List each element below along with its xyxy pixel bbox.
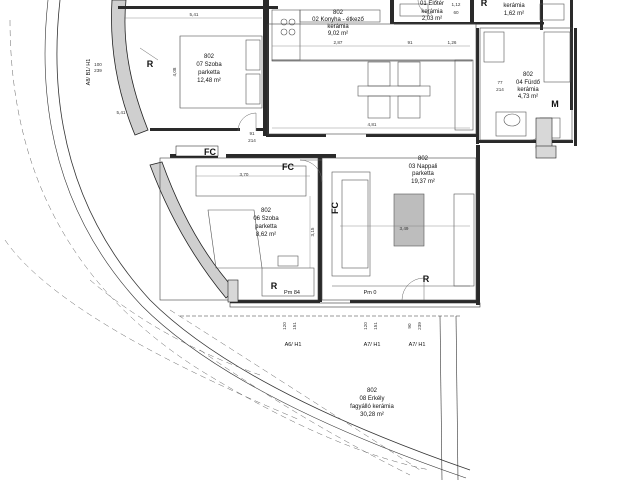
svg-text:08 Erkély: 08 Erkély: [359, 396, 384, 402]
svg-text:100: 100: [94, 62, 102, 67]
room-label-szoba-07: 802 07 Szoba parketta 12,48 m²: [196, 54, 222, 84]
svg-text:120: 120: [282, 322, 287, 330]
fc-marker-1: FC: [175, 145, 219, 157]
svg-text:kerámia: kerámia: [421, 9, 443, 15]
svg-text:fagyálló kerámia: fagyálló kerámia: [350, 404, 394, 410]
svg-text:239: 239: [94, 68, 102, 73]
svg-text:60: 60: [453, 10, 459, 15]
fc-marker-3: FC: [330, 202, 340, 214]
svg-text:A7/ H1: A7/ H1: [409, 342, 426, 348]
svg-text:239: 239: [417, 322, 422, 330]
svg-text:19,37 m²: 19,37 m²: [411, 179, 435, 185]
svg-text:02 Konyha - étkező: 02 Konyha - étkező: [312, 17, 364, 23]
svg-text:parketta: parketta: [198, 70, 220, 76]
pm0-label: Pm 0: [364, 290, 377, 296]
svg-text:77: 77: [497, 80, 503, 85]
door-swings: [139, 0, 545, 301]
svg-text:802: 802: [523, 72, 534, 78]
r-marker-4: R: [481, 0, 488, 8]
r-marker-2: R: [271, 281, 278, 291]
svg-text:kerámia: kerámia: [517, 87, 539, 93]
svg-text:151: 151: [292, 322, 297, 330]
r-marker-3: R: [423, 274, 430, 284]
svg-text:4,81: 4,81: [368, 122, 377, 127]
balcony-dashed-lines: [4, 19, 431, 476]
svg-text:01 Előtér: 01 Előtér: [420, 1, 444, 7]
svg-text:802: 802: [204, 54, 215, 60]
bed-07: [179, 35, 263, 109]
svg-text:3,49: 3,49: [400, 226, 409, 231]
section-tags: A8/ B1/ H1 A6/ H1 A7/ H1 A7/ H1: [86, 59, 425, 348]
svg-text:2,03 m²: 2,03 m²: [422, 16, 442, 22]
svg-text:3,70: 3,70: [240, 172, 249, 177]
room-label-nappali: 802 03 Nappali parketta 19,37 m²: [409, 156, 438, 185]
svg-text:3,15: 3,15: [310, 227, 315, 236]
svg-text:A6/ H1: A6/ H1: [285, 342, 302, 348]
svg-text:802: 802: [418, 156, 429, 162]
svg-text:parketta: parketta: [255, 224, 277, 230]
svg-text:06 Szoba: 06 Szoba: [253, 216, 279, 222]
svg-text:03 Nappali: 03 Nappali: [409, 164, 438, 170]
svg-text:1,12: 1,12: [452, 2, 461, 7]
svg-text:120: 120: [363, 322, 368, 330]
dimension-lines: [124, 17, 470, 268]
svg-text:kerámia: kerámia: [327, 24, 349, 30]
room-label-wc: kerámia 1,62 m²: [503, 3, 525, 17]
room-label-konyha: 802 02 Konyha - étkező kerámia 9,02 m²: [312, 10, 364, 37]
kitchen-furniture: [271, 9, 474, 131]
room-outlines: [159, 23, 573, 301]
svg-text:9,02 m²: 9,02 m²: [328, 31, 348, 37]
room-label-erkely: 802 08 Erkély fagyálló kerámia 30,28 m²: [350, 388, 394, 418]
svg-text:90: 90: [407, 323, 412, 329]
svg-text:12,48 m²: 12,48 m²: [197, 78, 221, 84]
svg-text:5,41: 5,41: [117, 110, 126, 115]
svg-text:30,28 m²: 30,28 m²: [360, 412, 384, 418]
svg-text:04 Fürdő: 04 Fürdő: [516, 80, 541, 86]
svg-text:1,26: 1,26: [448, 40, 457, 45]
svg-text:1,62 m²: 1,62 m²: [504, 11, 524, 17]
svg-text:91: 91: [407, 40, 413, 45]
svg-text:2,87: 2,87: [334, 40, 343, 45]
svg-text:FC: FC: [330, 202, 340, 214]
svg-text:parketta: parketta: [412, 171, 434, 177]
living-furniture: [331, 171, 475, 287]
room-label-elotér: 01 Előtér kerámia 2,03 m²: [420, 1, 444, 22]
svg-text:A8/ B1/ H1: A8/ B1/ H1: [86, 59, 92, 86]
svg-text:8,62 m²: 8,62 m²: [256, 232, 276, 238]
svg-text:214: 214: [496, 87, 504, 92]
svg-text:151: 151: [373, 322, 378, 330]
svg-text:802: 802: [261, 208, 272, 214]
svg-text:5,41: 5,41: [190, 12, 199, 17]
svg-text:07 Szoba: 07 Szoba: [196, 62, 222, 68]
fc-marker-2: FC: [282, 162, 294, 172]
pm84-label: Pm 84: [284, 290, 300, 296]
svg-text:4,08: 4,08: [172, 67, 177, 76]
column-blocks: [227, 117, 557, 303]
svg-text:A7/ H1: A7/ H1: [364, 342, 381, 348]
svg-text:4,73 m²: 4,73 m²: [518, 94, 538, 100]
svg-text:FC: FC: [282, 162, 294, 172]
svg-text:802: 802: [333, 10, 344, 16]
svg-text:214: 214: [248, 138, 256, 143]
r-marker-1: R: [147, 59, 154, 69]
svg-text:91: 91: [249, 131, 255, 136]
dimension-texts: 5,41 4,08 2,87 91 1,26 4,81 5,41 91 214 …: [94, 2, 504, 330]
balcony-frames: [180, 302, 481, 480]
svg-text:802: 802: [367, 388, 378, 394]
room-label-szoba-06: 802 06 Szoba parketta 8,62 m²: [253, 208, 279, 238]
m-marker: M: [551, 99, 559, 109]
room-label-furdo: 802 04 Fürdő kerámia 4,73 m²: [516, 72, 541, 100]
svg-text:kerámia: kerámia: [503, 3, 525, 9]
room06-furniture: [195, 165, 315, 297]
svg-text:FC: FC: [204, 147, 216, 157]
